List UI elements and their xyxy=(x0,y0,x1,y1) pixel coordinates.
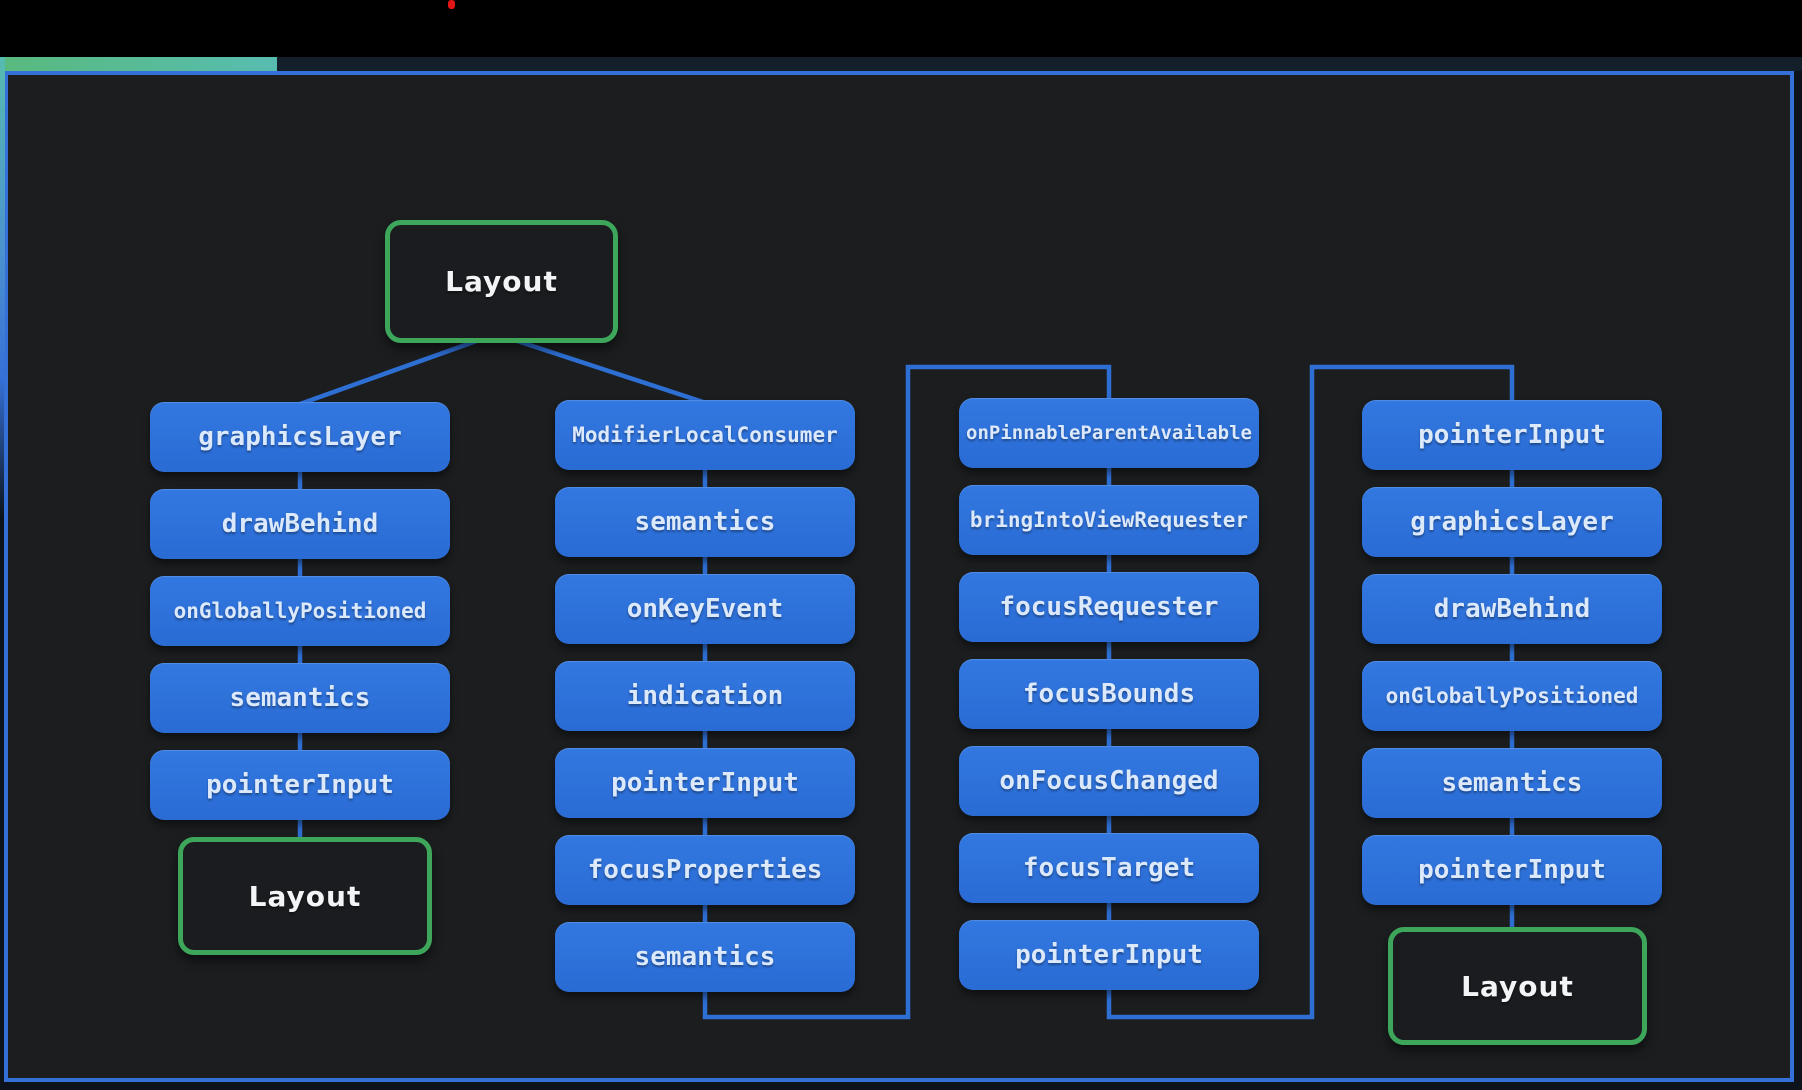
node-drawBehind: drawBehind xyxy=(150,489,450,559)
node-label: focusBounds xyxy=(1022,679,1196,709)
node-label: Layout xyxy=(445,265,558,298)
node-layout-child-2: Layout xyxy=(1388,927,1647,1045)
node-focusBounds: focusBounds xyxy=(959,659,1259,729)
node-label: semantics xyxy=(634,507,776,537)
node-onPinnableParentAvailable: onPinnableParentAvailable xyxy=(959,398,1259,468)
node-label: Layout xyxy=(1461,969,1574,1003)
node-label: bringIntoViewRequester xyxy=(969,508,1249,532)
node-label: onKeyEvent xyxy=(626,594,784,624)
node-label: pointerInput xyxy=(1015,940,1203,970)
node-label: drawBehind xyxy=(221,509,379,539)
node-semantics: semantics xyxy=(1362,748,1662,818)
node-indication: indication xyxy=(555,661,855,731)
node-label: pointerInput xyxy=(1418,420,1606,450)
node-semantics: semantics xyxy=(150,663,450,733)
node-label: pointerInput xyxy=(1418,855,1606,885)
node-focusTarget: focusTarget xyxy=(959,833,1259,903)
node-label: onGloballyPositioned xyxy=(1385,684,1639,708)
node-label: Layout xyxy=(248,879,362,913)
node-semantics: semantics xyxy=(555,922,855,992)
node-pointerInput: pointerInput xyxy=(1362,835,1662,905)
node-layout-root: Layout xyxy=(385,220,618,343)
node-semantics: semantics xyxy=(555,487,855,557)
node-label: semantics xyxy=(634,942,776,972)
node-onGloballyPositioned: onGloballyPositioned xyxy=(1362,661,1662,731)
node-onFocusChanged: onFocusChanged xyxy=(959,746,1259,816)
node-graphicsLayer: graphicsLayer xyxy=(1362,487,1662,557)
node-pointerInput: pointerInput xyxy=(150,750,450,820)
node-label: onPinnableParentAvailable xyxy=(966,422,1252,444)
node-label: focusTarget xyxy=(1022,853,1196,883)
window-accent-strip xyxy=(0,57,1802,71)
node-label: graphicsLayer xyxy=(1410,507,1614,537)
node-bringIntoViewRequester: bringIntoViewRequester xyxy=(959,485,1259,555)
node-label: semantics xyxy=(229,683,371,713)
node-label: indication xyxy=(626,681,784,711)
node-label: pointerInput xyxy=(611,768,799,798)
node-onKeyEvent: onKeyEvent xyxy=(555,574,855,644)
node-pointerInput: pointerInput xyxy=(555,748,855,818)
window-accent-tab xyxy=(0,57,277,71)
node-label: ModifierLocalConsumer xyxy=(572,423,838,447)
node-focusProperties: focusProperties xyxy=(555,835,855,905)
node-label: focusProperties xyxy=(587,855,823,885)
node-layout-child-1: Layout xyxy=(178,837,432,955)
node-focusRequester: focusRequester xyxy=(959,572,1259,642)
node-pointerInput: pointerInput xyxy=(959,920,1259,990)
node-graphicsLayer: graphicsLayer xyxy=(150,402,450,472)
node-drawBehind: drawBehind xyxy=(1362,574,1662,644)
node-label: drawBehind xyxy=(1433,594,1591,624)
node-label: pointerInput xyxy=(206,770,394,800)
record-dot-icon xyxy=(448,0,455,9)
node-label: focusRequester xyxy=(999,592,1219,622)
node-pointerInput: pointerInput xyxy=(1362,400,1662,470)
node-onGloballyPositioned: onGloballyPositioned xyxy=(150,576,450,646)
node-label: onFocusChanged xyxy=(999,766,1219,796)
top-bar xyxy=(0,0,1802,57)
node-label: onGloballyPositioned xyxy=(173,599,427,623)
node-label: graphicsLayer xyxy=(198,422,402,452)
node-ModifierLocalConsumer: ModifierLocalConsumer xyxy=(555,400,855,470)
node-label: semantics xyxy=(1441,768,1583,798)
left-edge-accent xyxy=(0,57,5,517)
